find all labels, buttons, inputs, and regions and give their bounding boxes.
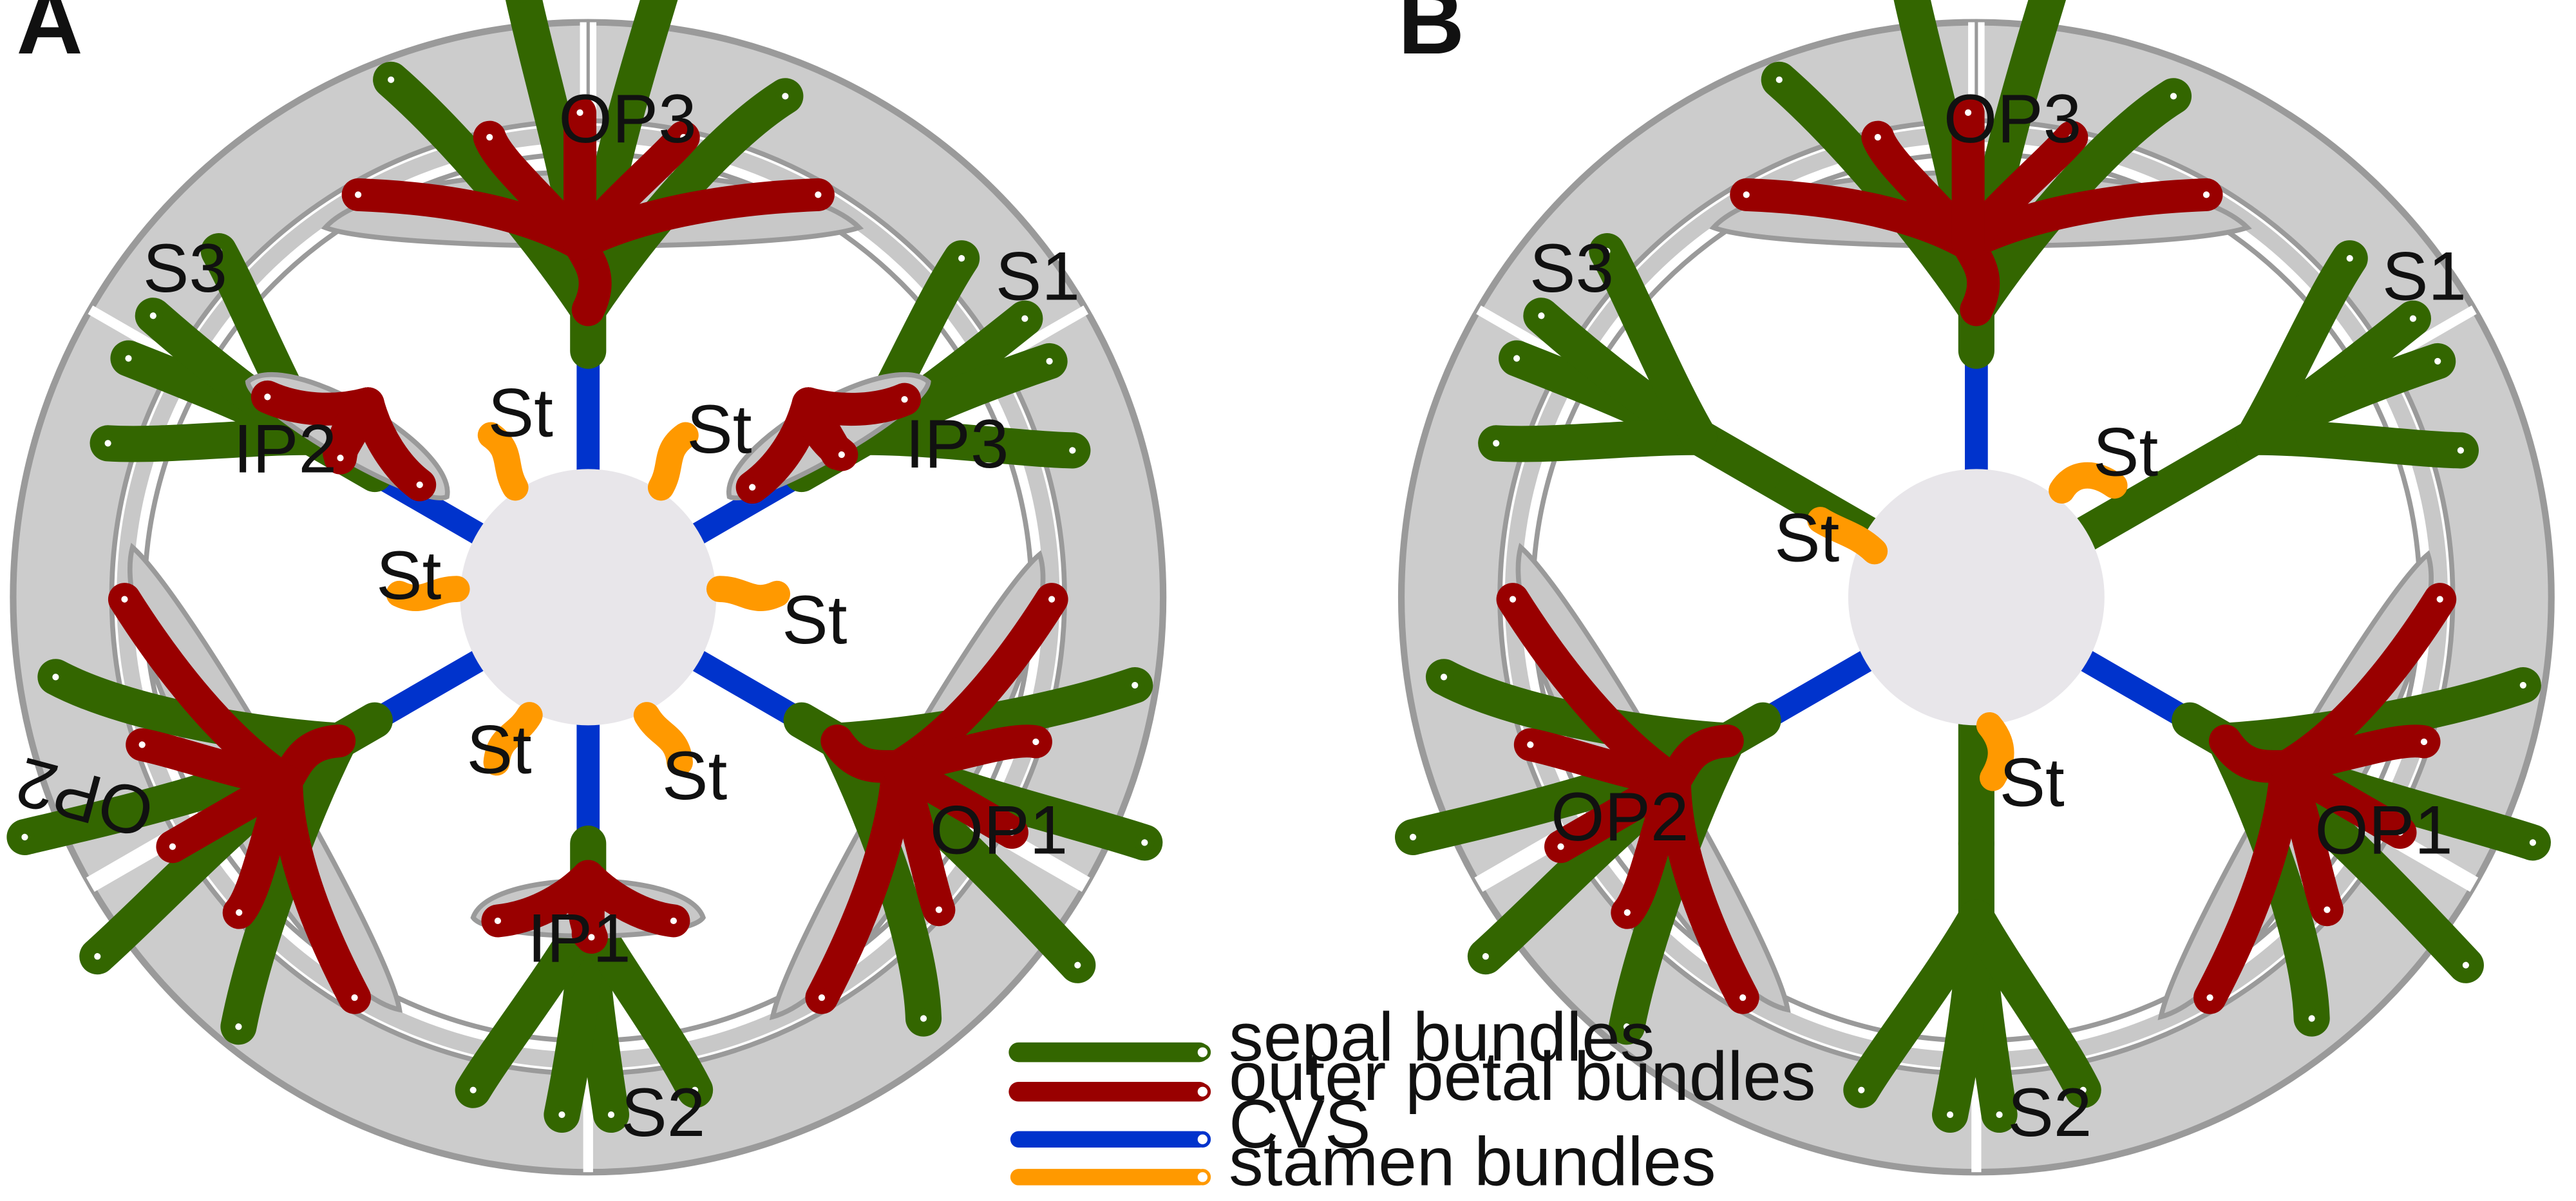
legend-item-stamen: stamen bundles: [1010, 1123, 1716, 1200]
label-a-st5: St: [466, 710, 531, 788]
label-a-st2: St: [687, 390, 752, 468]
label-a-op3: OP3: [558, 80, 696, 157]
label-a-ip3: IP3: [905, 405, 1009, 482]
label-a-s1: S1: [996, 238, 1080, 315]
stamen-bundles-a: [386, 422, 791, 776]
legend-label-stamen: stamen bundles: [1229, 1123, 1716, 1200]
label-b-op2: OP2: [1551, 778, 1689, 855]
op1-group: [683, 516, 1163, 1110]
legend-label-cvs: CVS: [1229, 1085, 1370, 1162]
sepal-tree-b-s1: [2065, 237, 2491, 641]
sepal-tree-b-s2: [1855, 702, 2090, 1121]
op3-group-b: [1740, 0, 2213, 369]
label-b-op1: OP1: [2315, 791, 2452, 868]
label-b-s2: S2: [2007, 1073, 2092, 1151]
legend-item-outer-petal: outer petal bundles: [1009, 1037, 1815, 1115]
receptacle-a: [460, 469, 717, 726]
op2-group: [6, 516, 493, 1110]
label-b-op3: OP3: [1944, 80, 2081, 157]
panel-a-letter: A: [17, 0, 83, 73]
label-b-st3: St: [2000, 743, 2065, 820]
legend-item-cvs: CVS: [1010, 1085, 1370, 1162]
label-a-st4: St: [782, 581, 847, 658]
label-a-op1: OP1: [930, 791, 1068, 868]
label-a-s2: S2: [621, 1073, 705, 1151]
panel-a: A: [0, 0, 1238, 1172]
label-a-st6: St: [662, 737, 727, 814]
panel-b: B: [1326, 0, 2576, 1172]
legend: sepal bundles outer petal bundles CVS st…: [1009, 998, 1815, 1200]
legend-label-sepal: sepal bundles: [1229, 998, 1654, 1075]
label-a-ip2: IP2: [233, 410, 337, 487]
op1-group-b: [2072, 516, 2551, 1110]
label-b-s3: S3: [1530, 229, 1614, 307]
label-b-st1: St: [2093, 413, 2158, 491]
receptacle-b: [1848, 469, 2105, 726]
legend-label-outer-petal: outer petal bundles: [1229, 1037, 1815, 1115]
op2-group-b: [1394, 516, 1881, 1110]
panel-b-letter: B: [1398, 0, 1464, 73]
label-a-st3: St: [376, 536, 441, 614]
cvs-bundles-b: [1751, 339, 2202, 732]
label-a-ip1: IP1: [527, 900, 631, 977]
stamen-bundles-b: [1807, 462, 2128, 791]
legend-item-sepal: sepal bundles: [1009, 998, 1654, 1075]
label-a-st1: St: [488, 374, 553, 451]
label-b-st2: St: [1774, 498, 1839, 576]
label-a-s3: S3: [143, 229, 227, 307]
label-b-s1: S1: [2382, 238, 2467, 315]
